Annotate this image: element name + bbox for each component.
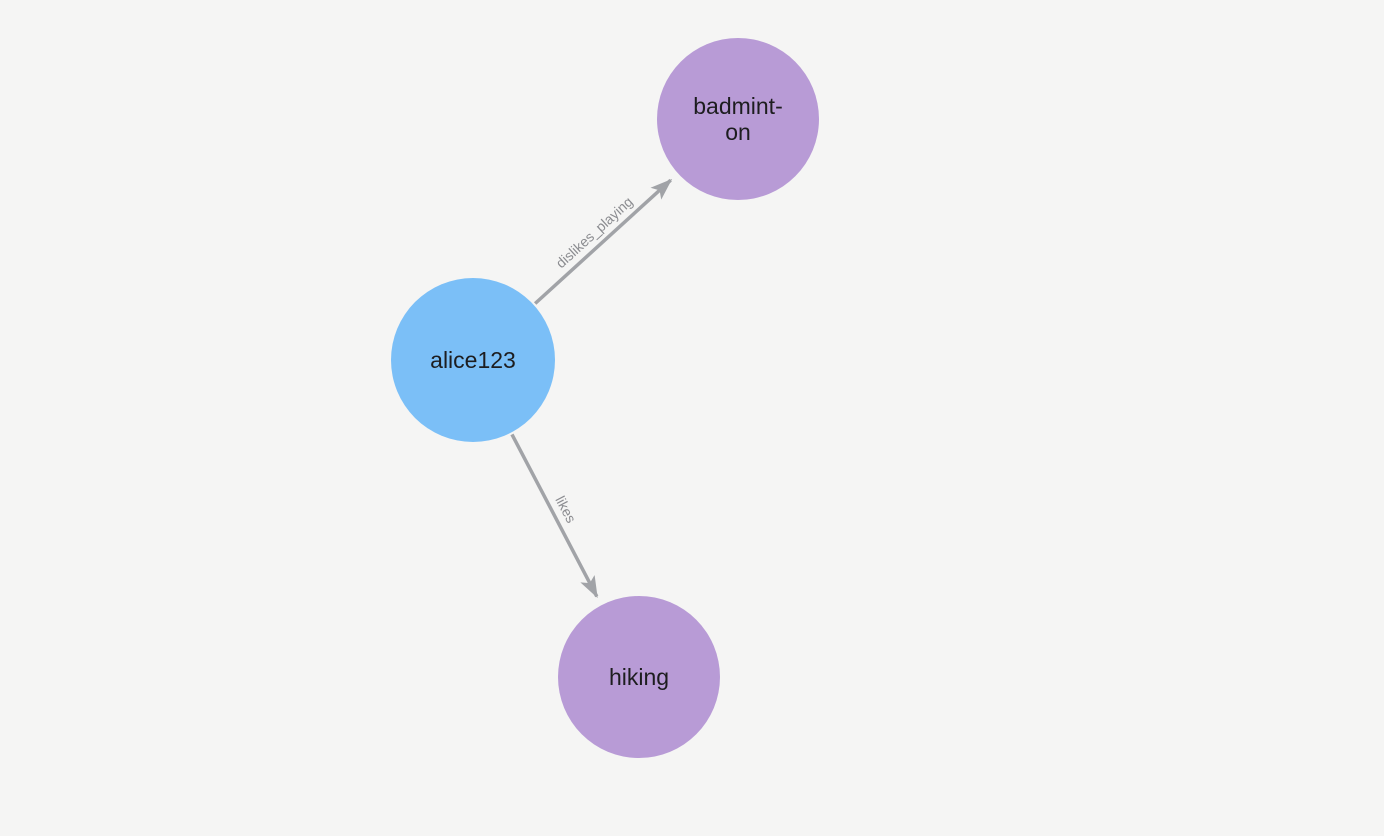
edge-dislikes_playing[interactable] [533, 178, 673, 305]
node-circle-hiking[interactable] [558, 596, 720, 758]
node-circle-alice123[interactable] [391, 278, 555, 442]
node-circle-badminton[interactable] [657, 38, 819, 200]
graph-node-alice123[interactable]: alice123 [391, 278, 555, 442]
edge-label-dislikes_playing: dislikes_playing [553, 193, 636, 271]
edge-likes[interactable] [510, 433, 599, 599]
graph-node-hiking[interactable]: hiking [558, 596, 720, 758]
graph-node-badminton[interactable]: badmint-on [657, 38, 819, 200]
